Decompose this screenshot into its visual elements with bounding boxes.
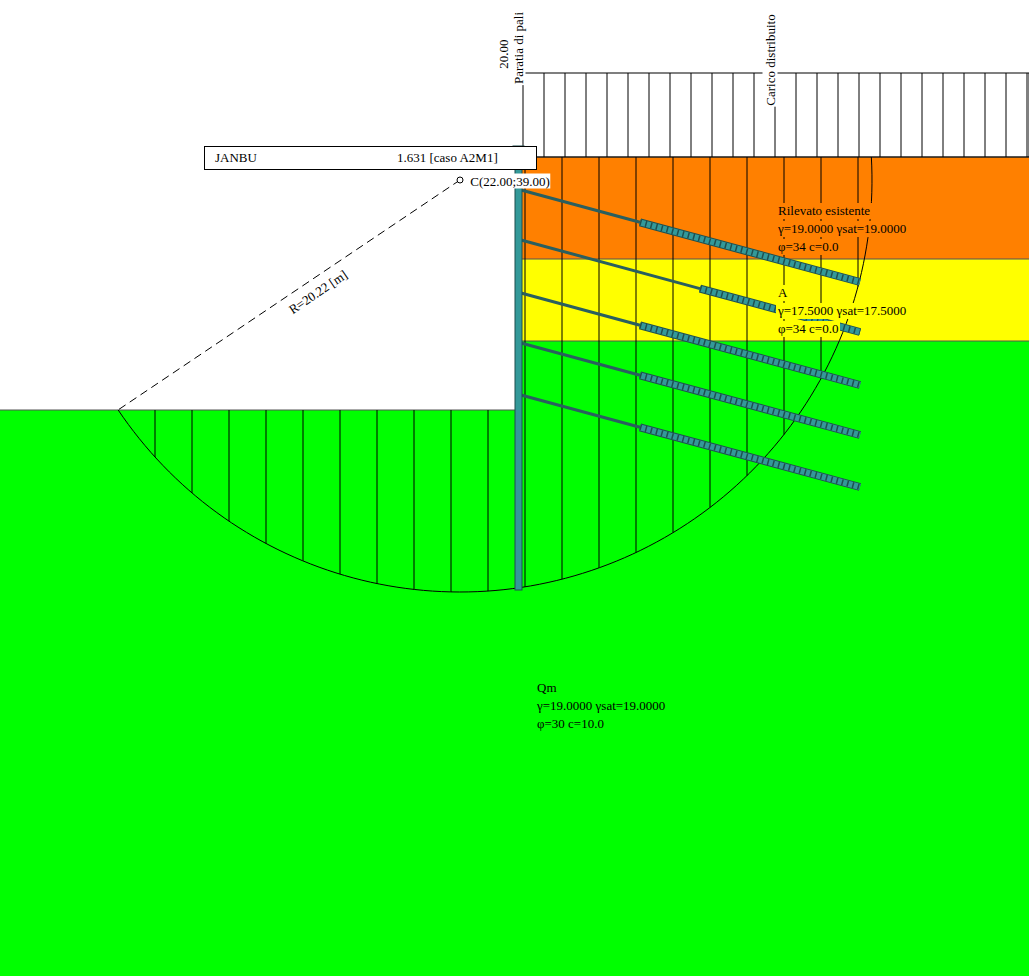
anchor-free-length — [521, 395, 640, 427]
slice-line — [599, 157, 600, 568]
anchor-bond — [640, 375, 860, 435]
slice-line — [673, 157, 674, 533]
circle-centre — [457, 177, 463, 183]
anchor-bond — [640, 427, 860, 487]
slice-line — [414, 410, 415, 589]
slip-circle — [118, 157, 872, 592]
load-line — [1006, 73, 1007, 157]
slice-line — [155, 410, 156, 457]
layer-parameters: γ=17.5000 γsat=17.5000 — [776, 303, 908, 319]
slice-line — [303, 410, 304, 561]
soil-layer: Rilevato esistente γ=19.0000 γsat=19.0000… — [776, 203, 908, 257]
anchor-free-length — [521, 293, 640, 325]
fill-layer — [521, 157, 1029, 259]
load-line — [586, 73, 587, 157]
load-line — [880, 73, 881, 157]
slice-line — [747, 157, 748, 476]
layer-parameters: φ=34 c=0.0 — [776, 321, 840, 337]
wall-label: Paratia di pali — [511, 11, 526, 85]
load-line — [796, 73, 797, 157]
slice-line — [340, 410, 341, 574]
load-line — [670, 73, 671, 157]
load-line — [985, 73, 986, 157]
slice-line — [710, 157, 711, 507]
safety-factor: 1.631 [caso A2M1] — [397, 150, 498, 166]
pile-wall — [515, 157, 522, 590]
method-name: JANBU — [215, 150, 257, 166]
load-line — [649, 73, 650, 157]
soil-layer: Qm γ=19.0000 γsat=19.0000 φ=30 c=10.0 — [535, 680, 667, 734]
load-line — [817, 73, 818, 157]
load-label: Carico distribuito — [763, 13, 778, 106]
slice-line — [451, 410, 452, 592]
load-line — [565, 73, 566, 157]
layer-name: A — [776, 285, 789, 301]
layer-name: Rilevato esistente — [776, 203, 872, 219]
slice-line — [229, 410, 230, 521]
layer-parameters: φ=34 c=0.0 — [776, 239, 840, 255]
slice-line — [525, 157, 526, 587]
load-line — [1027, 73, 1028, 157]
load-line — [943, 73, 944, 157]
centre-coordinates: C(22.00;39.00) — [469, 174, 550, 189]
anchor-free-length — [521, 343, 640, 375]
load-line — [607, 73, 608, 157]
load-line — [922, 73, 923, 157]
anchor-bond-hatch — [640, 375, 860, 435]
layer-boundary — [521, 341, 1029, 342]
slice-line — [636, 157, 637, 553]
load-line — [544, 73, 545, 157]
result-box: JANBU 1.631 [caso A2M1] — [204, 146, 537, 170]
soil-layer: Aγ=17.5000 γsat=17.5000 φ=34 c=0.0 — [776, 285, 908, 339]
load-line — [691, 73, 692, 157]
slice-line — [488, 410, 489, 591]
anchor-bond-hatch — [640, 427, 860, 487]
layer-parameters: φ=30 c=10.0 — [535, 716, 606, 732]
second-layer — [521, 259, 1029, 341]
radius-line — [118, 180, 460, 410]
wall-length: 20.00 — [496, 38, 511, 69]
load-line — [712, 73, 713, 157]
anchor-bond — [640, 427, 860, 487]
layer-parameters: γ=19.0000 γsat=19.0000 — [535, 698, 667, 714]
slice-line — [562, 157, 563, 579]
anchor-bond — [640, 375, 860, 435]
radius-label: R=20.22 [m] — [285, 266, 351, 317]
slice-line — [192, 410, 193, 493]
layer-boundary — [0, 410, 521, 411]
anchor-free-length — [521, 240, 700, 289]
layer-name: Qm — [535, 680, 559, 696]
slice-line — [266, 410, 267, 543]
slice-line — [377, 410, 378, 584]
qm-layer-fill — [521, 341, 1029, 411]
load-line — [838, 73, 839, 157]
load-line — [754, 73, 755, 157]
load-line — [901, 73, 902, 157]
load-line — [628, 73, 629, 157]
load-line — [964, 73, 965, 157]
layer-parameters: γ=19.0000 γsat=19.0000 — [776, 221, 908, 237]
load-line — [733, 73, 734, 157]
load-line — [859, 73, 860, 157]
anchor-free-length — [521, 190, 640, 222]
